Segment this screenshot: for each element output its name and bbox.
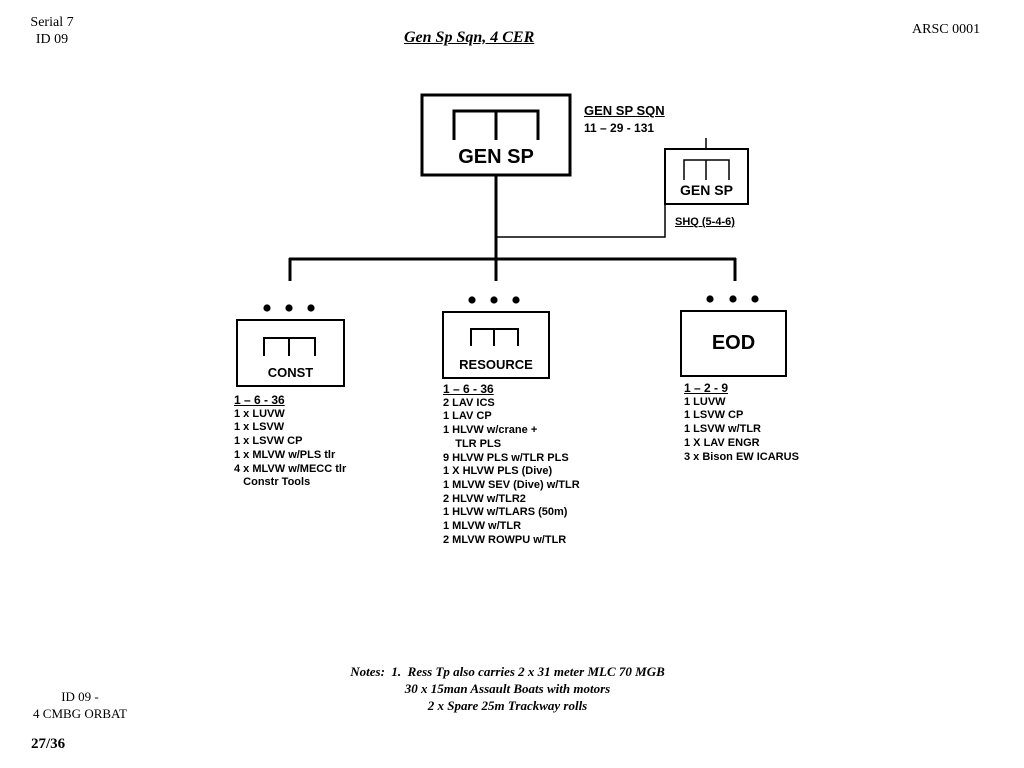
list-item: 1 LAV CP bbox=[443, 410, 492, 423]
notes-line: 2 x Spare 25m Trackway rolls bbox=[427, 698, 588, 713]
resource-unit-box bbox=[442, 311, 550, 379]
resource-equipment-list: 1 – 6 - 36 2 LAV ICS 1 LAV CP 1 HLVW w/c… bbox=[443, 382, 580, 547]
list-item: 1 MLVW w/TLR bbox=[443, 520, 522, 533]
const-box-label: CONST bbox=[267, 365, 314, 380]
resource-size-dot bbox=[512, 296, 520, 304]
footer-id: ID 09 - bbox=[61, 689, 99, 704]
const-size-dot bbox=[285, 304, 293, 312]
list-item: 9 HLVW PLS w/TLR PLS bbox=[443, 451, 569, 464]
eod-size-dot bbox=[706, 295, 714, 303]
shq-label: SHQ (5-4-6) bbox=[675, 216, 735, 228]
sqn-strength: 11 – 29 - 131 bbox=[584, 121, 655, 135]
footer-id-block: ID 09 - 4 CMBG ORBAT bbox=[10, 688, 150, 722]
eod-equipment-list: 1 – 2 - 9 1 LUVW 1 LSVW CP 1 LSVW w/TLR … bbox=[684, 381, 799, 464]
list-item: TLR PLS bbox=[443, 437, 502, 450]
list-item: 2 HLVW w/TLR2 bbox=[443, 492, 526, 505]
list-item: 1 x LUVW bbox=[234, 407, 285, 420]
eod-unit-box bbox=[680, 310, 787, 377]
const-size-dot bbox=[307, 304, 315, 312]
eod-strength: 1 – 2 - 9 bbox=[684, 381, 729, 395]
const-size-dot bbox=[263, 304, 271, 312]
list-item: 2 MLVW ROWPU w/TLR bbox=[443, 533, 567, 546]
const-equipment-list: 1 – 6 - 36 1 x LUVW 1 x LSVW 1 x LSVW CP… bbox=[234, 393, 347, 490]
notes-block: Notes: 1. Ress Tp also carries 2 x 31 me… bbox=[300, 663, 715, 714]
const-branch-symbol bbox=[263, 337, 316, 356]
list-item: 1 MLVW SEV (Dive) w/TLR bbox=[443, 478, 580, 491]
resource-box-label: RESOURCE bbox=[459, 357, 533, 372]
const-unit-box bbox=[236, 319, 345, 387]
resource-size-dot bbox=[468, 296, 476, 304]
list-item: 1 HLVW w/crane + bbox=[443, 424, 538, 437]
resource-strength: 1 – 6 - 36 bbox=[443, 382, 494, 396]
page-title: Gen Sp Sqn, 4 CER bbox=[404, 29, 535, 46]
list-item: 3 x Bison EW ICARUS bbox=[684, 450, 799, 463]
list-item: 1 LSVW w/TLR bbox=[684, 423, 761, 436]
list-item: 1 X HLVW PLS (Dive) bbox=[443, 465, 553, 478]
list-item: 1 LSVW CP bbox=[684, 409, 744, 422]
serial-block: Serial 7 ID 09 bbox=[22, 14, 82, 48]
shq-box-label: GEN SP bbox=[680, 182, 733, 198]
list-item: 2 LAV ICS bbox=[443, 396, 495, 409]
list-item: Constr Tools bbox=[234, 476, 311, 489]
list-item: 4 x MLVW w/MECC tlr bbox=[234, 462, 347, 475]
serial-label: Serial 7 bbox=[30, 15, 74, 30]
notes-line: Notes: 1. Ress Tp also carries 2 x 31 me… bbox=[350, 664, 665, 679]
list-item: 1 x LSVW bbox=[234, 421, 285, 434]
shq-branch-symbol bbox=[683, 159, 730, 180]
shq-unit-box bbox=[664, 148, 749, 205]
notes-line: 30 x 15man Assault Boats with motors bbox=[404, 681, 611, 696]
eod-size-dot bbox=[751, 295, 759, 303]
resource-branch-symbol bbox=[470, 328, 519, 346]
list-item: 1 HLVW w/TLARS (50m) bbox=[443, 506, 568, 519]
eod-size-dot bbox=[729, 295, 737, 303]
list-item: 1 x MLVW w/PLS tlr bbox=[234, 448, 336, 461]
resource-size-dot bbox=[490, 296, 498, 304]
sqn-branch-symbol bbox=[452, 109, 540, 140]
list-item: 1 x LSVW CP bbox=[234, 435, 303, 448]
list-item: 1 LUVW bbox=[684, 395, 726, 408]
eod-box-label: EOD bbox=[711, 332, 756, 354]
footer-orbat: 4 CMBG ORBAT bbox=[33, 706, 127, 721]
page-number: 27/36 bbox=[31, 736, 66, 752]
const-strength: 1 – 6 - 36 bbox=[234, 393, 285, 407]
list-item: 1 X LAV ENGR bbox=[684, 436, 760, 449]
shq-connector-line bbox=[496, 205, 666, 238]
serial-id: ID 09 bbox=[35, 32, 69, 47]
sqn-name: GEN SP SQN bbox=[584, 103, 665, 118]
doc-reference: ARSC 0001 bbox=[912, 22, 981, 37]
sqn-box-label: GEN SP bbox=[458, 146, 534, 168]
